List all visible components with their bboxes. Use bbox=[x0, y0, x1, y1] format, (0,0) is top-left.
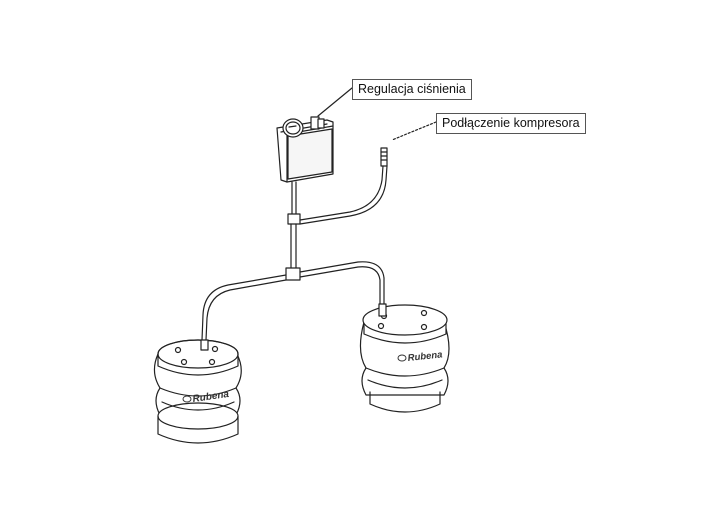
brand-logo-left: Rubena bbox=[182, 389, 230, 405]
left-air-spring bbox=[153, 339, 242, 444]
upper-t-joint bbox=[287, 165, 388, 271]
brand-logo-right: Rubena bbox=[397, 349, 443, 364]
compressor-connector bbox=[380, 147, 388, 167]
label-compressor-connection: Podłączenie kompresora bbox=[436, 113, 586, 134]
label-pressure-regulation: Regulacja ciśnienia bbox=[352, 79, 472, 100]
pressure-regulator bbox=[276, 116, 334, 216]
brand-text-right: Rubena bbox=[407, 349, 443, 364]
brand-text-left: Rubena bbox=[192, 389, 230, 405]
lower-t-joint bbox=[201, 261, 385, 341]
leader-compressor bbox=[391, 121, 437, 141]
leader-pressure bbox=[317, 87, 353, 117]
right-air-spring bbox=[359, 303, 450, 413]
